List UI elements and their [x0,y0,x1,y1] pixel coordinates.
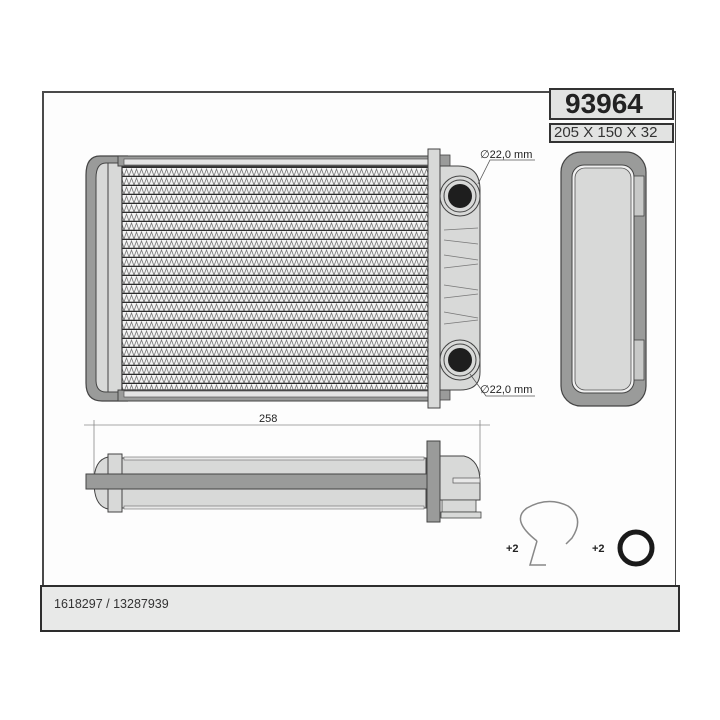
clip-icon [519,500,579,566]
pipe-diameter-top-label: ∅22,0 mm [480,149,533,161]
end-view-heater-core [560,151,647,407]
footer-panel: 1618297 / 13287939 [40,585,680,632]
oem-numbers: 1618297 / 13287939 [54,597,169,611]
product-dimensions: 205 X 150 X 32 [549,123,674,143]
length-dimension-label: 258 [259,413,278,425]
clip-quantity: +2 [506,543,519,555]
front-view-heater-core [85,148,535,409]
product-code: 93964 [549,88,674,120]
side-view-heater-core [84,420,490,523]
pipe-diameter-bottom-label: ∅22,0 mm [480,384,533,396]
o-ring-quantity: +2 [592,543,605,555]
o-ring-icon [617,529,655,567]
